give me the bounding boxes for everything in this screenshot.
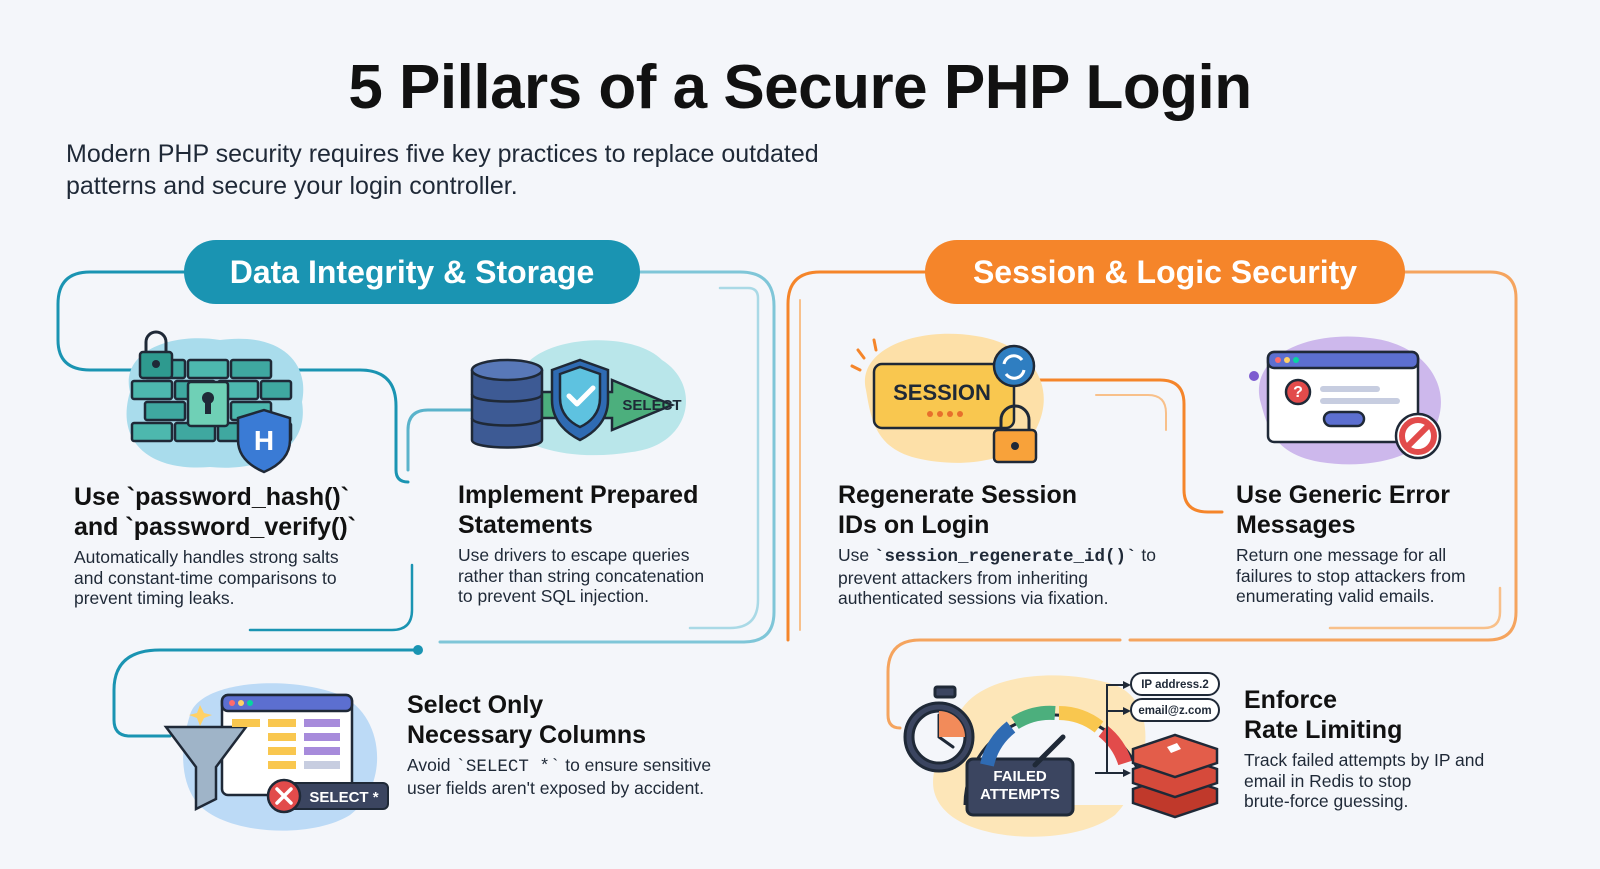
ip-address-tag: IP address.2 [1141, 679, 1209, 691]
pillar-5-body: Return one message for all failures to s… [1236, 545, 1466, 606]
pillar-6-title: Enforce Rate Limiting [1244, 686, 1403, 744]
svg-text:ATTEMPTS: ATTEMPTS [980, 786, 1060, 803]
pillar-3-title: Select Only Necessary Columns [407, 691, 647, 749]
section-pill-session-logic: Session & Logic Security [925, 240, 1405, 304]
section-pill-data-integrity: Data Integrity & Storage [184, 240, 640, 304]
padlock-brick-wall-icon: H [126, 330, 304, 474]
page-title: 5 Pillars of a Secure PHP Login [348, 53, 1252, 122]
funnel-table-icon: SELECT * [163, 683, 389, 831]
intro-text: Modern PHP security requires five key pr… [66, 140, 819, 200]
svg-text:H: H [254, 425, 274, 456]
pillar-3-body: Avoid `SELECT *` to ensure sensitive use… [407, 755, 712, 798]
database-shield-icon: SELECT [470, 340, 686, 456]
session-badge: SESSION [893, 380, 991, 405]
pillar-1-body: Automatically handles strong salts and c… [74, 547, 339, 608]
browser-error-icon: ? [1249, 336, 1442, 465]
pillar-5-title: Use Generic Error Messages [1236, 481, 1450, 539]
select-star-badge: SELECT * [309, 789, 378, 806]
pillar-4-body: Use `session_regenerate_id()` to prevent… [838, 545, 1156, 608]
svg-text:?: ? [1293, 384, 1303, 401]
pillar-2-title: Implement Prepared Statements [458, 481, 699, 539]
pillar-6-body: Track failed attempts by IP and email in… [1244, 750, 1485, 811]
email-tag: email@z.com [1138, 705, 1211, 717]
svg-text:FAILED: FAILED [993, 768, 1047, 785]
pillar-4-title: Regenerate Session IDs on Login [838, 481, 1077, 539]
gauge-stopwatch-icon: FAILED ATTEMPTS IP address.2 email@z.com [903, 672, 1220, 837]
session-card-icon: SESSION [850, 333, 1044, 464]
redis-stack-icon [1131, 733, 1219, 819]
pillar-1-title: Use `password_hash()` and `password_veri… [74, 483, 357, 541]
select-badge: SELECT [622, 397, 681, 414]
pillar-2-body: Use drivers to escape queries rather tha… [458, 545, 705, 606]
